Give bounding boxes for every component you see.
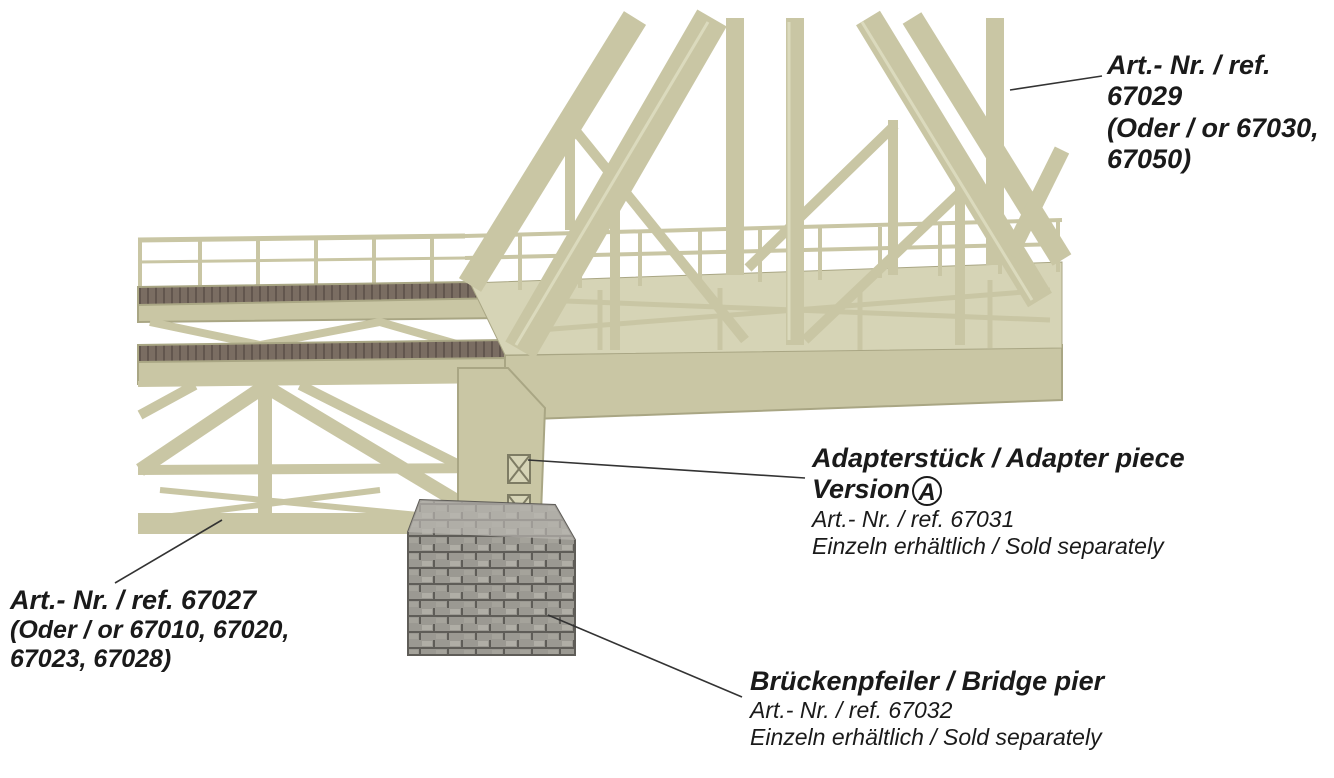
main-ref-line-2: 67029 — [1107, 81, 1183, 112]
adapter-ref: Art.- Nr. / ref. 67031 — [812, 506, 1015, 533]
left-ref-line-2: (Oder / or 67010, 67020, — [10, 616, 290, 645]
main-truss-bridge — [458, 9, 1072, 422]
main-ref-line-3: (Oder / or 67030, — [1107, 112, 1319, 143]
adapter-title: Adapterstück / Adapter piece — [812, 443, 1185, 473]
adapter-note: Einzeln erhältlich / Sold separately — [812, 532, 1164, 559]
left-railing — [137, 233, 466, 290]
pier-title: Brückenpfeiler / Bridge pier — [750, 666, 1105, 696]
leader-top — [1009, 75, 1103, 91]
label-main-bridge: Art.- Nr. / ref. 67029 (Oder / or 67030,… — [1107, 50, 1319, 175]
leader-lines — [114, 75, 1103, 698]
pier-ref: Art.- Nr. / ref. 67032 — [750, 697, 953, 724]
main-ref-line-1: Art.- Nr. / ref. — [1107, 50, 1271, 80]
bridge-pier — [407, 498, 576, 656]
leader-pier — [547, 614, 743, 698]
adapter-version-word: Version — [812, 474, 911, 505]
adapter-version-letter: A — [912, 476, 943, 507]
leader-left — [114, 519, 223, 584]
label-bridge-pier: Brückenpfeiler / Bridge pier Art.- Nr. /… — [750, 666, 1104, 751]
left-ref-line-3: 67023, 67028) — [10, 645, 172, 674]
main-ref-line-4: 67050) — [1107, 143, 1192, 174]
leader-adapter — [527, 459, 806, 479]
pier-note: Einzeln erhältlich / Sold separately — [750, 723, 1102, 750]
left-ref-line-1: Art.- Nr. / ref. 67027 — [10, 585, 257, 615]
left-bridge-span — [136, 233, 506, 534]
label-left-bridge: Art.- Nr. / ref. 67027 (Oder / or 67010,… — [10, 585, 289, 674]
